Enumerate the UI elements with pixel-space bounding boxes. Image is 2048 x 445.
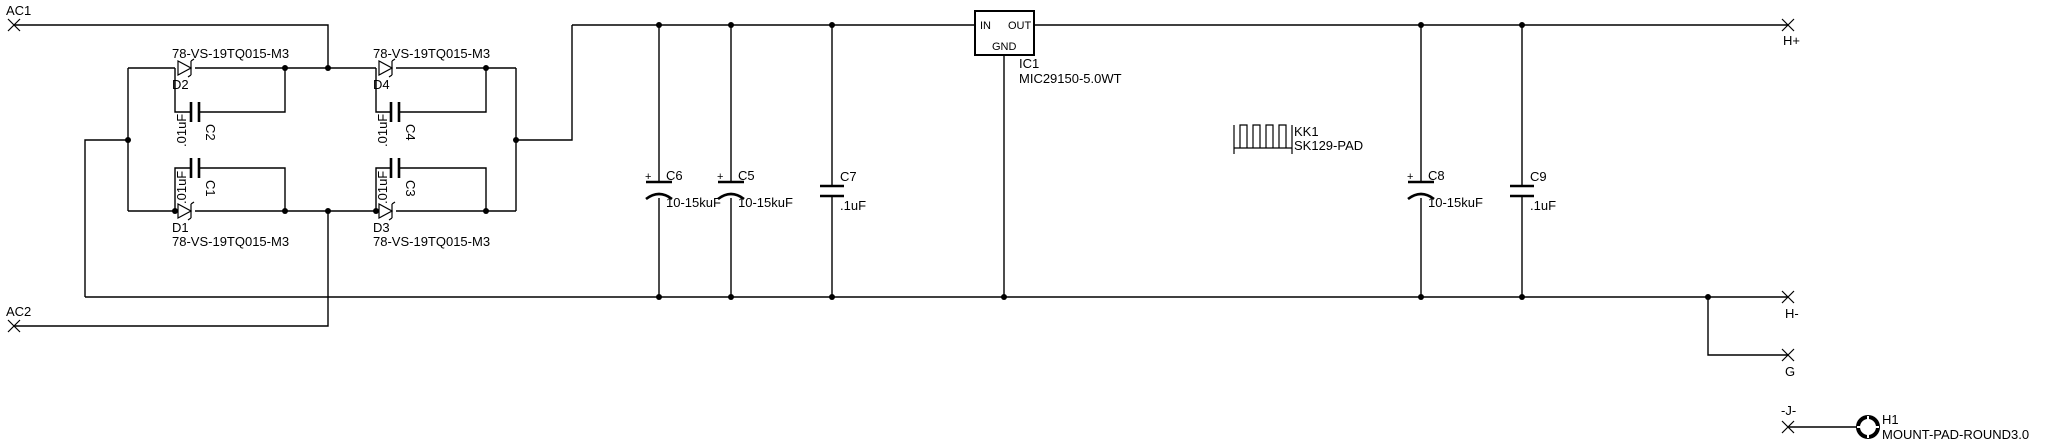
diode-icon [177, 58, 195, 78]
capacitor-ref-label: C3 [403, 180, 418, 197]
capacitor-c3[interactable]: C3 .01uF [375, 158, 418, 204]
terminal-cross-icon [7, 319, 21, 333]
heatsink-part-label: SK129-PAD [1294, 138, 1363, 153]
capacitor-ref-label: C2 [203, 124, 218, 141]
capacitor-ref-label: C6 [666, 168, 683, 183]
capacitor-icon [389, 158, 401, 178]
capacitor-c7[interactable]: C7 .1uF [820, 169, 866, 213]
terminal-cross-icon [1781, 290, 1795, 304]
capacitor-icon [1510, 184, 1534, 198]
capacitor-c8[interactable]: + C8 10-15kuF [1407, 168, 1483, 210]
capacitor-ref-label: C8 [1428, 168, 1445, 183]
terminal-label: H+ [1783, 33, 1800, 48]
diode-part-label: 78-VS-19TQ015-M3 [373, 46, 490, 61]
mount-pad-h1[interactable]: H1 MOUNT-PAD-ROUND3.0 [1856, 412, 2029, 442]
diode-ref-label: D1 [172, 220, 189, 235]
heatsink-kk1[interactable]: KK1 SK129-PAD [1233, 124, 1363, 154]
diode-d3[interactable]: D3 78-VS-19TQ015-M3 [373, 201, 490, 249]
terminal-g[interactable]: G [1781, 348, 1795, 379]
capacitor-c4[interactable]: C4 .01uF [375, 102, 418, 147]
capacitor-ref-label: C9 [1530, 169, 1547, 184]
diode-d4[interactable]: 78-VS-19TQ015-M3 D4 [373, 46, 490, 92]
terminal-cross-icon [1781, 420, 1795, 434]
capacitor-value-label: .1uF [1530, 198, 1556, 213]
regulator-body [974, 10, 1035, 56]
capacitor-icon [189, 158, 201, 178]
diode-ref-label: D4 [373, 77, 390, 92]
regulator-ref-label: IC1 [1019, 56, 1039, 71]
terminal-hminus[interactable]: H- [1781, 290, 1799, 321]
heatsink-ref-label: KK1 [1294, 124, 1319, 139]
terminal-hplus[interactable]: H+ [1781, 18, 1800, 48]
capacitor-value-label: .01uF [375, 171, 390, 204]
junctions [125, 22, 1711, 300]
terminal-j[interactable]: -J- [1781, 403, 1796, 434]
terminal-label: -J- [1781, 403, 1796, 418]
capacitor-ref-label: C5 [738, 168, 755, 183]
diode-icon [177, 201, 195, 221]
wires [14, 24, 1860, 428]
terminal-cross-icon [1781, 348, 1795, 362]
capacitor-ref-label: C7 [840, 169, 857, 184]
diode-part-label: 78-VS-19TQ015-M3 [373, 234, 490, 249]
terminal-ac1[interactable]: AC1 [6, 3, 31, 32]
capacitor-c6[interactable]: + C6 10-15kuF [645, 168, 721, 210]
mount-pad-cross [1857, 416, 1879, 438]
polarized-capacitor-icon [645, 180, 673, 201]
capacitor-value-label: .01uF [375, 114, 390, 147]
mount-pad-ref-label: H1 [1882, 412, 1899, 427]
diode-ref-label: D3 [373, 220, 390, 235]
regulator-part-label: MIC29150-5.0WT [1019, 71, 1122, 86]
diode-ref-label: D2 [172, 77, 189, 92]
diode-icon [378, 201, 396, 221]
capacitor-value-label: .01uF [174, 171, 189, 204]
capacitor-polarity-mark: + [717, 171, 723, 183]
heatsink-icon [1233, 124, 1293, 154]
terminal-label: G [1785, 364, 1795, 379]
terminal-label: AC2 [6, 304, 31, 319]
diode-d1[interactable]: D1 78-VS-19TQ015-M3 [172, 201, 289, 249]
capacitor-ref-label: C1 [203, 180, 218, 197]
terminal-cross-icon [7, 18, 21, 32]
capacitor-c5[interactable]: + C5 10-15kuF [717, 168, 793, 210]
terminal-ac2[interactable]: AC2 [6, 304, 31, 333]
capacitor-polarity-mark: + [1407, 171, 1413, 183]
regulator-pin-gnd: GND [992, 41, 1017, 53]
diode-icon [378, 58, 396, 78]
capacitor-c2[interactable]: C2 .01uF [174, 102, 218, 147]
terminal-label: H- [1785, 306, 1799, 321]
diode-d2[interactable]: 78-VS-19TQ015-M3 D2 [172, 46, 289, 92]
capacitor-icon [389, 102, 401, 122]
terminal-cross-icon [1781, 18, 1795, 32]
capacitor-c9[interactable]: C9 .1uF [1510, 169, 1556, 213]
regulator-ic1[interactable]: IN OUT GND IC1 MIC29150-5.0WT [974, 10, 1122, 86]
capacitor-value-label: 10-15kuF [666, 195, 721, 210]
terminal-label: AC1 [6, 3, 31, 18]
capacitor-icon [820, 184, 844, 198]
diode-part-label: 78-VS-19TQ015-M3 [172, 46, 289, 61]
capacitor-value-label: 10-15kuF [1428, 195, 1483, 210]
regulator-pin-in: IN [980, 20, 991, 32]
mount-pad-part-label: MOUNT-PAD-ROUND3.0 [1882, 427, 2029, 442]
capacitor-value-label: .1uF [840, 198, 866, 213]
capacitor-c1[interactable]: C1 .01uF [174, 158, 218, 204]
regulator-pin-out: OUT [1008, 20, 1032, 32]
capacitor-polarity-mark: + [645, 171, 651, 183]
capacitor-ref-label: C4 [403, 124, 418, 141]
diode-part-label: 78-VS-19TQ015-M3 [172, 234, 289, 249]
capacitor-icon [189, 102, 201, 122]
capacitor-value-label: .01uF [174, 114, 189, 147]
polarized-capacitor-icon [1407, 180, 1435, 201]
capacitor-value-label: 10-15kuF [738, 195, 793, 210]
polarized-capacitor-icon [717, 180, 745, 201]
